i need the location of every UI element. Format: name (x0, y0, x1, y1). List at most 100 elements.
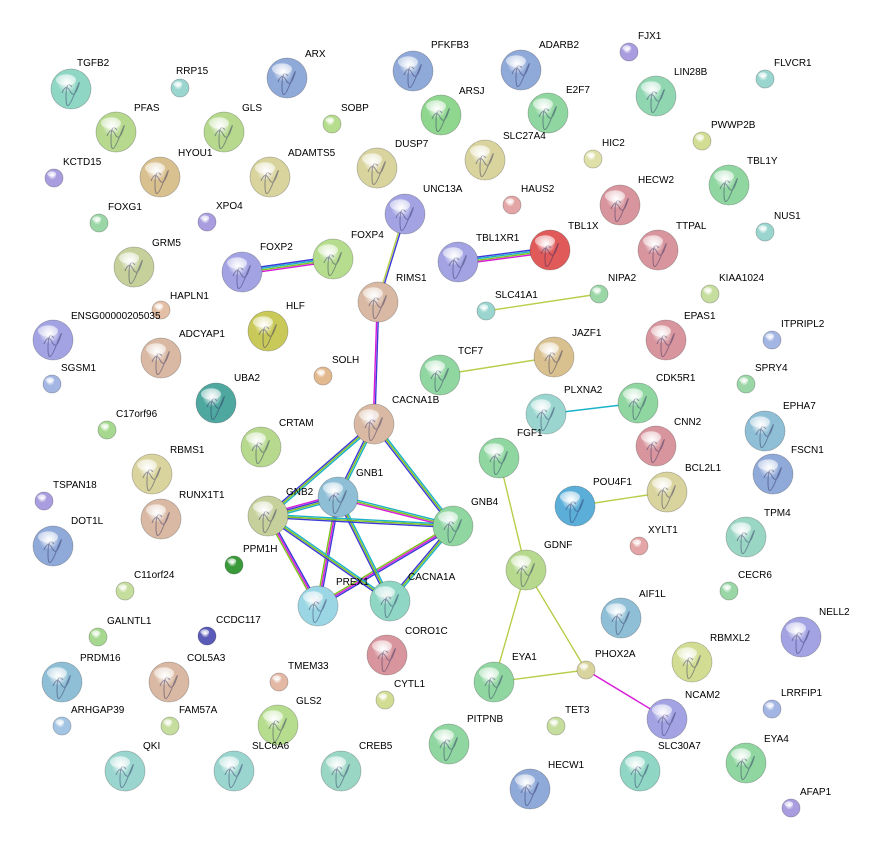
node-aif1l[interactable]: AIF1L (600, 589, 666, 639)
node-itpripl2[interactable]: ITPRIPL2 (762, 319, 825, 350)
node-kiaa1024[interactable]: KIAA1024 (700, 273, 764, 304)
node-xylt1[interactable]: XYLT1 (629, 525, 678, 556)
node-epas1[interactable]: EPAS1 (645, 311, 716, 361)
node-bcl2l1[interactable]: BCL2L1 (646, 463, 722, 513)
node-adarb2[interactable]: ADARB2 (500, 40, 579, 91)
node-eya1[interactable]: EYA1 (473, 652, 537, 703)
node-dot1l[interactable]: DOT1L (32, 516, 104, 567)
node-ccdc117[interactable]: CCDC117 (197, 615, 261, 646)
node-creb5[interactable]: CREB5 (320, 741, 393, 792)
node-adcyap1[interactable]: ADCYAP1 (140, 329, 225, 379)
node-fgf1[interactable]: FGF1 (478, 428, 543, 479)
node-jazf1[interactable]: JAZF1 (533, 328, 602, 378)
node-arhgap39[interactable]: ARHGAP39 (52, 705, 125, 736)
node-phox2a[interactable]: PHOX2A (576, 649, 636, 680)
node-pfas[interactable]: PFAS (95, 103, 160, 153)
node-gls[interactable]: GLS (203, 103, 262, 153)
node-sgsm1[interactable]: SGSM1 (42, 363, 96, 394)
node-e2f7[interactable]: E2F7 (527, 85, 590, 134)
node-cytl1[interactable]: CYTL1 (375, 679, 426, 710)
node-lin28b[interactable]: LIN28B (635, 67, 708, 117)
node-cnn2[interactable]: CNN2 (635, 417, 702, 467)
node-ppm1h[interactable]: PPM1H (224, 544, 277, 575)
node-tgfb2[interactable]: TGFB2 (50, 58, 110, 110)
node-eya4[interactable]: EYA4 (725, 734, 789, 784)
node-ttpal[interactable]: TTPAL (637, 221, 707, 271)
edge-cacna1b-gnb2[interactable] (266, 422, 376, 518)
node-coro1c[interactable]: CORO1C (366, 626, 448, 676)
node-dusp7[interactable]: DUSP7 (356, 139, 429, 189)
node-pitpnb[interactable]: PITPNB (428, 714, 503, 765)
node-gnb2[interactable]: GNB2 (247, 487, 314, 537)
node-nus1[interactable]: NUS1 (755, 211, 801, 242)
node-slc27a4[interactable]: SLC27A4 (464, 131, 546, 181)
node-tbl1y[interactable]: TBL1Y (708, 156, 778, 206)
node-gls2[interactable]: GLS2 (257, 696, 322, 746)
node-unc13a[interactable]: UNC13A (384, 184, 463, 235)
node-cacna1a[interactable]: CACNA1A (369, 572, 456, 622)
node-haus2[interactable]: HAUS2 (502, 184, 555, 215)
node-col5a3[interactable]: COL5A3 (148, 653, 226, 703)
edge-gnb2-gnb4[interactable] (267, 513, 454, 529)
node-prex1[interactable]: PREX1 (297, 577, 369, 627)
node-rims1[interactable]: RIMS1 (357, 273, 427, 323)
node-crtam[interactable]: CRTAM (240, 418, 314, 468)
node-slc41a1[interactable]: SLC41A1 (476, 290, 538, 321)
node-grm5[interactable]: GRM5 (113, 238, 181, 288)
node-flvcr1[interactable]: FLVCR1 (755, 58, 812, 89)
node-gdnf[interactable]: GDNF (505, 540, 572, 591)
edge-gnb2-cacna1a[interactable] (266, 514, 392, 603)
node-slc30a7[interactable]: SLC30A7 (619, 741, 701, 792)
node-cecr6[interactable]: CECR6 (719, 570, 772, 601)
node-hic2[interactable]: HIC2 (583, 138, 625, 169)
node-runx1t1[interactable]: RUNX1T1 (140, 490, 225, 540)
node-prdm16[interactable]: PRDM16 (41, 653, 121, 703)
node-adamts5[interactable]: ADAMTS5 (249, 148, 336, 198)
node-qki[interactable]: QKI (104, 741, 160, 792)
node-xpo4[interactable]: XPO4 (197, 201, 243, 232)
node-plxna2[interactable]: PLXNA2 (525, 385, 603, 435)
node-hapln1[interactable]: HAPLN1 (151, 291, 209, 320)
node-c17orf96[interactable]: C17orf96 (97, 409, 158, 440)
node-spry4[interactable]: SPRY4 (736, 363, 788, 394)
node-galntl1[interactable]: GALNTL1 (88, 616, 152, 647)
node-tet3[interactable]: TET3 (546, 705, 590, 736)
edge-gnb4-prex1[interactable] (316, 524, 455, 608)
node-tmem33[interactable]: TMEM33 (269, 661, 329, 692)
edge-slc41a1-nipa2[interactable] (485, 293, 600, 312)
node-fam57a[interactable]: FAM57A (160, 705, 218, 736)
node-rbms1[interactable]: RBMS1 (131, 445, 205, 495)
node-kctd15[interactable]: KCTD15 (44, 157, 102, 188)
node-foxp4[interactable]: FOXP4 (312, 230, 384, 280)
node-tpm4[interactable]: TPM4 (725, 508, 791, 558)
node-rrp15[interactable]: RRP15 (170, 66, 209, 98)
node-fjx1[interactable]: FJX1 (619, 31, 662, 62)
node-slc6a6[interactable]: SLC6A6 (213, 741, 290, 792)
node-rbmxl2[interactable]: RBMXL2 (671, 633, 750, 683)
node-tbl1xr1[interactable]: TBL1XR1 (437, 233, 520, 283)
node-hecw2[interactable]: HECW2 (599, 175, 675, 226)
node-gnb1[interactable]: GNB1 (317, 468, 384, 518)
node-uba2[interactable]: UBA2 (195, 373, 261, 424)
node-tspan18[interactable]: TSPAN18 (34, 480, 97, 511)
node-hlf[interactable]: HLF (247, 301, 305, 352)
node-foxp2[interactable]: FOXP2 (221, 242, 293, 293)
node-arsj[interactable]: ARSJ (420, 86, 485, 136)
node-nipa2[interactable]: NIPA2 (589, 273, 637, 304)
node-nell2[interactable]: NELL2 (780, 607, 850, 658)
node-cdk5r1[interactable]: CDK5R1 (617, 373, 696, 424)
node-pou4f1[interactable]: POU4F1 (554, 477, 632, 527)
edge-rims1-cacna1b[interactable] (372, 301, 380, 425)
node-pwwp2b[interactable]: PWWP2B (692, 120, 756, 151)
node-tcf7[interactable]: TCF7 (419, 346, 483, 396)
node-ensg00000205035[interactable]: ENSG00000205035 (32, 311, 161, 361)
node-arx[interactable]: ARX (266, 49, 326, 99)
node-gnb4[interactable]: GNB4 (432, 497, 499, 547)
node-ncam2[interactable]: NCAM2 (646, 690, 720, 740)
node-foxg1[interactable]: FOXG1 (89, 202, 142, 233)
node-lrrfip1[interactable]: LRRFIP1 (762, 688, 823, 719)
node-solh[interactable]: SOLH (313, 355, 359, 386)
node-cacna1b[interactable]: CACNA1B (353, 395, 440, 445)
node-fscn1[interactable]: FSCN1 (752, 445, 824, 495)
edge-cacna1b-gnb4[interactable] (372, 422, 455, 528)
